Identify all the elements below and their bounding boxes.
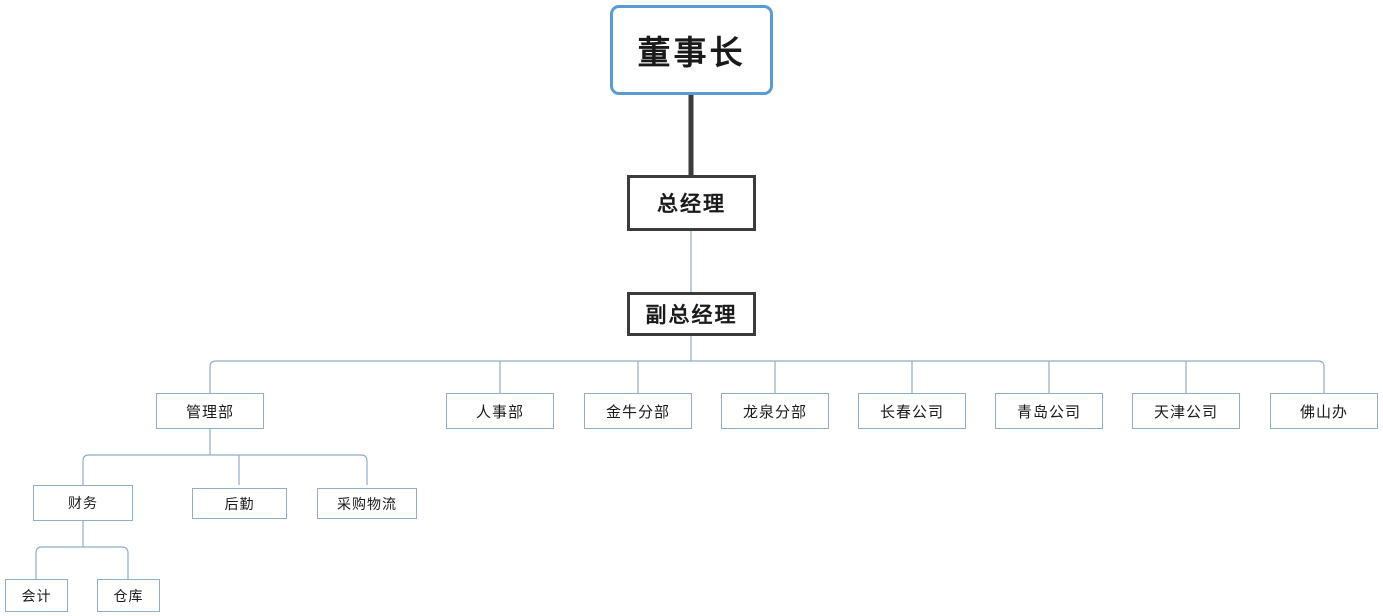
node-logistics[interactable]: 后勤	[192, 488, 287, 519]
node-tianjin-company-label: 天津公司	[1153, 402, 1218, 421]
edge-management-bus	[82, 454, 368, 485]
node-jinniu-branch-label: 金牛分部	[605, 402, 670, 421]
edge-finance-bus	[35, 546, 129, 579]
node-general-manager[interactable]: 总经理	[627, 175, 756, 231]
node-foshan-office-label: 佛山办	[1299, 402, 1348, 421]
node-general-manager-label: 总经理	[657, 192, 726, 216]
node-qingdao-company-label: 青岛公司	[1016, 402, 1081, 421]
node-changchun-company[interactable]: 长春公司	[858, 393, 966, 429]
edge-department-bus	[209, 360, 1325, 393]
node-hr-dept[interactable]: 人事部	[446, 393, 554, 429]
node-chairman-label: 董事长	[637, 33, 746, 72]
node-foshan-office[interactable]: 佛山办	[1270, 393, 1378, 429]
node-changchun-company-label: 长春公司	[879, 402, 944, 421]
node-qingdao-company[interactable]: 青岛公司	[995, 393, 1103, 429]
node-finance-label: 财务	[68, 496, 98, 512]
node-procurement-logistics-label: 采购物流	[337, 496, 397, 513]
node-warehouse-label: 仓库	[113, 588, 144, 605]
node-accounting-label: 会计	[21, 588, 52, 605]
node-management-dept-label: 管理部	[185, 402, 234, 421]
node-jinniu-branch[interactable]: 金牛分部	[584, 393, 692, 429]
node-logistics-label: 后勤	[224, 496, 255, 513]
node-longquan-branch[interactable]: 龙泉分部	[721, 393, 829, 429]
node-warehouse[interactable]: 仓库	[97, 579, 160, 612]
node-deputy-general-manager-label: 副总经理	[645, 303, 738, 327]
node-longquan-branch-label: 龙泉分部	[742, 402, 807, 421]
node-management-dept[interactable]: 管理部	[156, 393, 264, 429]
node-chairman[interactable]: 董事长	[610, 5, 773, 95]
node-finance[interactable]: 财务	[33, 485, 133, 521]
node-accounting[interactable]: 会计	[5, 579, 68, 612]
node-hr-dept-label: 人事部	[475, 402, 524, 421]
node-procurement-logistics[interactable]: 采购物流	[317, 488, 417, 519]
node-deputy-general-manager[interactable]: 副总经理	[627, 292, 756, 336]
node-tianjin-company[interactable]: 天津公司	[1132, 393, 1240, 429]
